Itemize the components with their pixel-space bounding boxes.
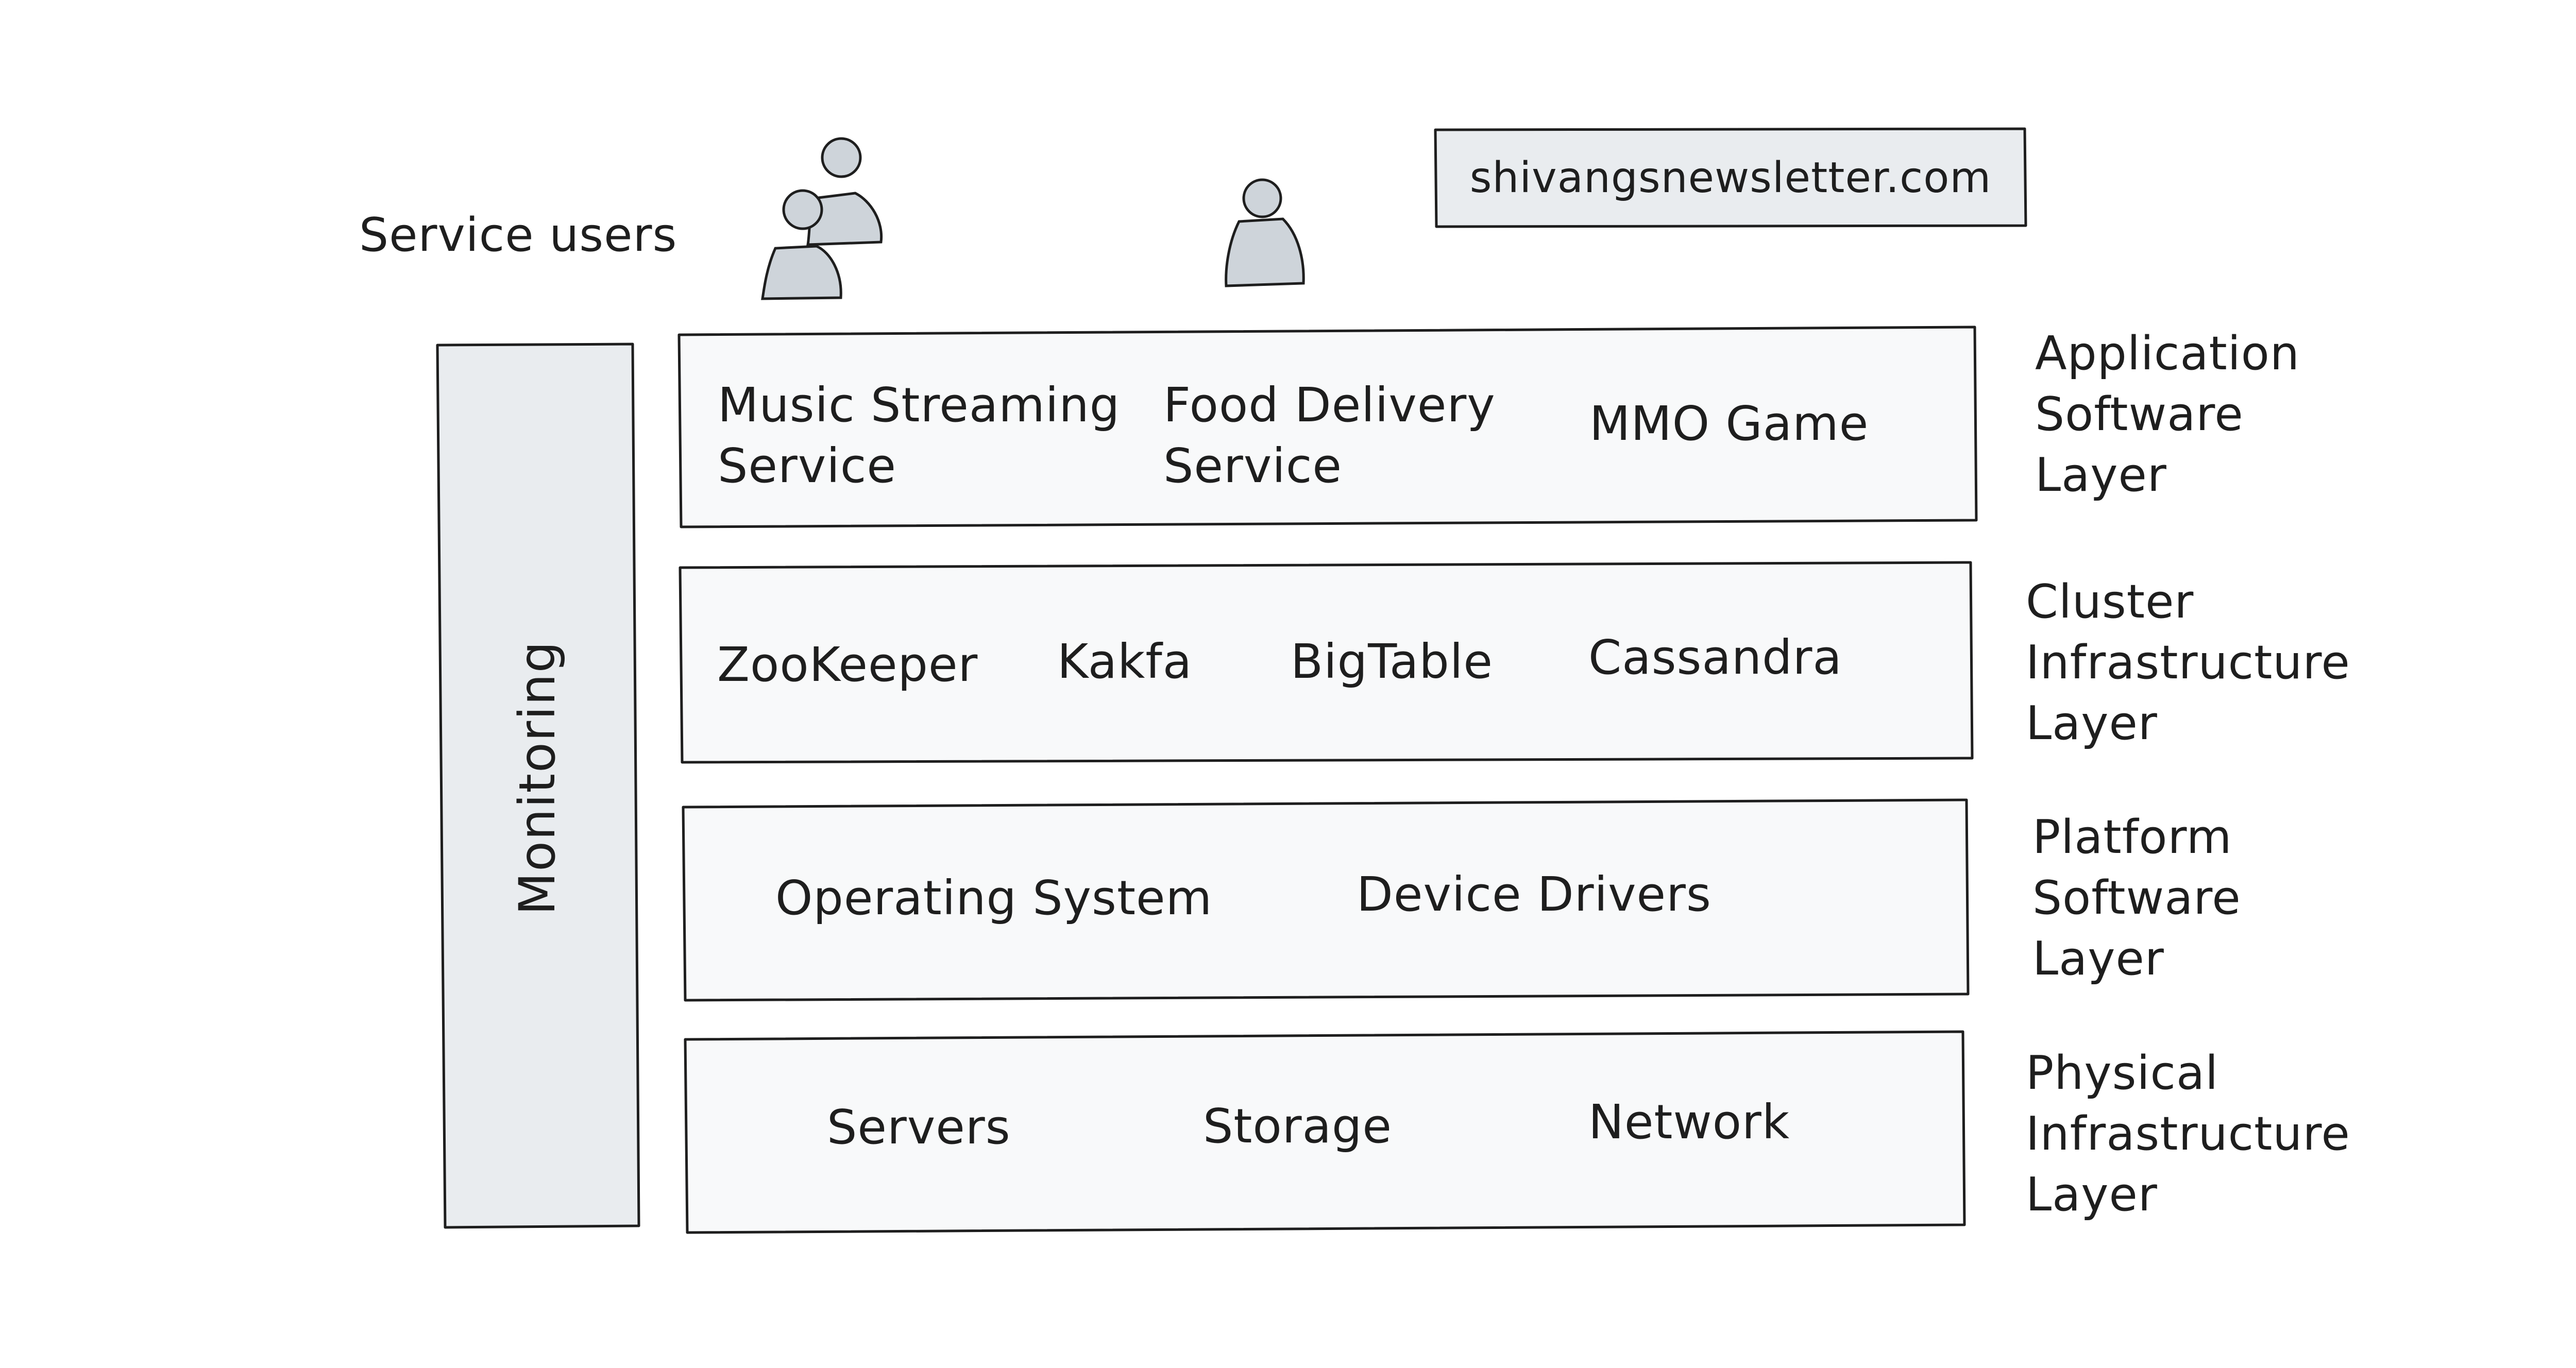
component-operating-system: Operating System <box>775 870 1213 926</box>
component-mmo-game: MMO Game <box>1589 396 1869 451</box>
component-device-drivers: Device Drivers <box>1357 867 1711 922</box>
component-storage: Storage <box>1203 1099 1392 1154</box>
component-music-streaming: Music Streaming Service <box>718 378 1121 493</box>
monitoring-column <box>436 343 640 1229</box>
monitoring-label: Monitoring <box>509 640 566 915</box>
layer-box-physical <box>684 1030 1966 1234</box>
layer-label-cluster: Cluster Infrastructure Layer <box>2026 575 2350 750</box>
component-cassandra: Cassandra <box>1588 630 1842 685</box>
component-kafka: Kakfa <box>1057 634 1193 689</box>
component-network: Network <box>1588 1095 1790 1150</box>
newsletter-url: shivangsnewsletter.com <box>1469 153 1992 202</box>
component-servers: Servers <box>827 1100 1011 1155</box>
component-bigtable: BigTable <box>1291 634 1493 689</box>
user-icon <box>1225 178 1305 287</box>
layer-box-application <box>677 326 1978 528</box>
layer-label-physical: Physical Infrastructure Layer <box>2026 1046 2350 1222</box>
layer-box-cluster <box>679 561 1974 764</box>
layer-box-platform <box>682 798 1970 1002</box>
newsletter-badge-box <box>1434 127 2027 228</box>
layer-label-application: Application Software Layer <box>2035 327 2300 502</box>
user-group-icon <box>761 137 883 300</box>
service-users-label: Service users <box>359 208 677 262</box>
component-zookeeper: ZooKeeper <box>717 637 978 692</box>
component-food-delivery: Food Delivery Service <box>1163 378 1496 493</box>
layer-label-platform: Platform Software Layer <box>2032 810 2241 986</box>
